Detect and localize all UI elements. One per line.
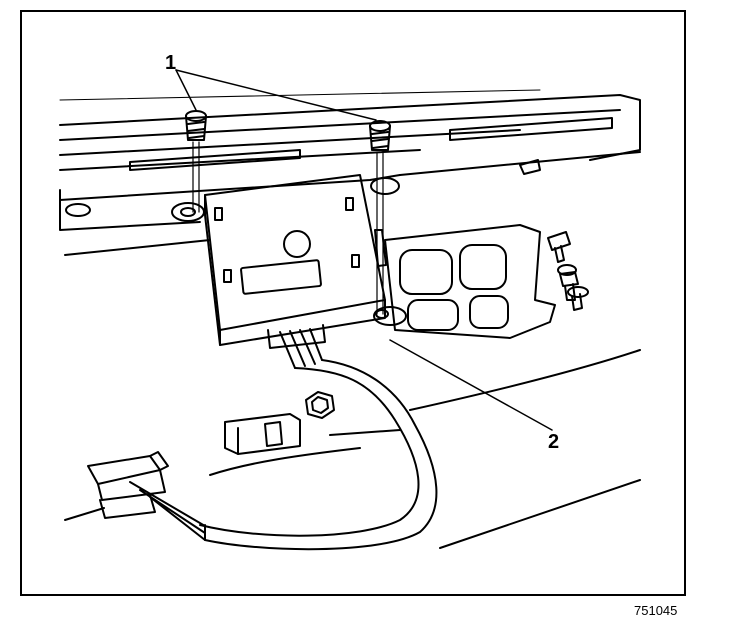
figure-number: 751045 [634, 603, 678, 618]
mounting-bracket [384, 224, 556, 339]
wiring-harness [64, 324, 438, 551]
screw-right [369, 120, 391, 315]
mounting-bosses [171, 177, 407, 326]
control-module [204, 174, 387, 346]
callout-1-label: 1 [165, 52, 177, 74]
trim-panel [59, 89, 641, 256]
hex-bolt [305, 391, 335, 419]
leader-lines [175, 69, 553, 431]
lower-panel [209, 349, 641, 549]
screw-left [185, 110, 207, 213]
connector-block [224, 413, 301, 455]
illustration-frame [20, 10, 686, 596]
retainer-pins [547, 231, 589, 311]
callout-2-label: 2 [548, 431, 560, 453]
